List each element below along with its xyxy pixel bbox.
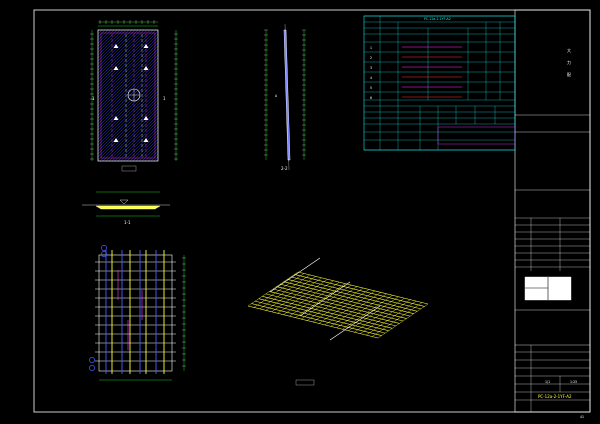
company-char-3: 配 (567, 72, 571, 77)
scale-value: 1:25 (570, 380, 577, 384)
detail-1-1-view: 1-1 (82, 191, 170, 225)
note-box (437, 126, 516, 145)
rebar-tag-circles (89, 245, 107, 371)
iso-cross-bar (318, 289, 370, 324)
side-mark: A (275, 94, 278, 98)
rebar-id: 5 (370, 86, 372, 90)
iso-highlight-bar (329, 305, 381, 341)
lifting-triangle-icon (113, 116, 119, 120)
iso-cross-bar (324, 290, 375, 326)
iso-cross-bar (306, 286, 358, 321)
lifting-point-markers (113, 44, 149, 142)
rebar-shape-drawings (402, 46, 462, 98)
iso-highlight-bar (269, 257, 321, 293)
rebar-tag-icon (89, 357, 95, 363)
lifting-triangle-icon (143, 66, 149, 70)
drawing-code: PC-12a-2-1YF-A2 (538, 394, 572, 399)
title-block-signature-rows (515, 217, 590, 271)
section-2-2-label: 2-2 (281, 166, 288, 171)
iso-cross-bar (342, 295, 393, 330)
iso-cross-bar (366, 300, 417, 336)
iso-highlight-bar (299, 281, 351, 317)
table-title: PC-12a-2-1YF-A2 (424, 17, 451, 21)
title-block: 大 力 配 PC-12a-2-1YF-A2 1:25 1/1 41 (515, 47, 590, 419)
panel-top-view: 1 1 (90, 20, 178, 172)
iso-cross-bar (247, 271, 299, 307)
reinforcement-dimensions (99, 255, 186, 381)
topview-caption-box (121, 165, 137, 172)
rebar-tag-icon (89, 365, 95, 371)
rebar-tag-icon (101, 251, 107, 257)
topview-rebar-lines (111, 34, 147, 157)
lifting-triangle-icon (113, 44, 119, 48)
section-dimension-ticks (264, 29, 306, 160)
company-char-2: 力 (567, 59, 571, 65)
page-number: 41 (580, 415, 584, 419)
rebar-id: 6 (370, 96, 372, 100)
sheet-number: 1/1 (545, 380, 550, 384)
iso-cross-bar (371, 302, 423, 337)
plan-section-mark-right: 1 (163, 96, 166, 101)
iso-cross-bar (330, 292, 381, 327)
rebar-tag-icon (101, 245, 107, 251)
detail-1-1-label: 1-1 (124, 220, 131, 225)
iso-cross-bar (271, 277, 322, 312)
iso-cross-bar (283, 280, 334, 315)
iso-cross-bar (295, 283, 346, 318)
panel-inner-edge (100, 32, 156, 159)
lifting-triangle-icon (143, 138, 149, 142)
material-table-grid (364, 15, 515, 151)
material-table: PC-12a-2-1YF-A2 1 2 3 4 5 6 (363, 15, 516, 151)
iso-cross-bar (301, 284, 352, 320)
reinforcement-bars (95, 250, 176, 374)
panel-outline (97, 29, 159, 162)
iso-cross-bar (348, 296, 399, 331)
isometric-bars (247, 257, 429, 341)
iso-cross-bar (354, 298, 405, 333)
iso-cross-bar (253, 273, 305, 308)
rebar-id-column: 1 2 3 4 5 6 (370, 46, 372, 100)
company-char-1: 大 (567, 47, 571, 53)
iso-cross-bar (259, 274, 310, 310)
topview-dimension-lines (90, 20, 178, 161)
lifting-triangle-icon (143, 44, 149, 48)
reinforcement-plan (89, 245, 186, 381)
iso-cross-bar (277, 279, 328, 314)
iso-cross-bar (289, 282, 340, 317)
section-2-2-view: 2-2 A (264, 23, 306, 171)
lifting-triangle-icon (143, 116, 149, 120)
iso-cross-bar (265, 276, 316, 311)
plan-section-mark-left: 1 (92, 96, 95, 101)
lifting-triangle-icon (113, 66, 119, 70)
rebar-id: 1 (370, 46, 372, 50)
rebar-id: 2 (370, 56, 372, 60)
iso-cross-bar (360, 299, 411, 334)
lifting-triangle-icon (113, 138, 119, 142)
iso-cross-bar (336, 293, 387, 328)
title-block-lower-rows (515, 345, 590, 412)
iso-caption-box (295, 379, 315, 386)
title-block-strip (514, 9, 591, 413)
isometric-rebar-view (247, 257, 429, 386)
iso-cross-bar (377, 303, 429, 339)
rebar-id: 4 (370, 76, 372, 80)
iso-cross-bar (312, 287, 364, 323)
rebar-id: 3 (370, 66, 372, 70)
